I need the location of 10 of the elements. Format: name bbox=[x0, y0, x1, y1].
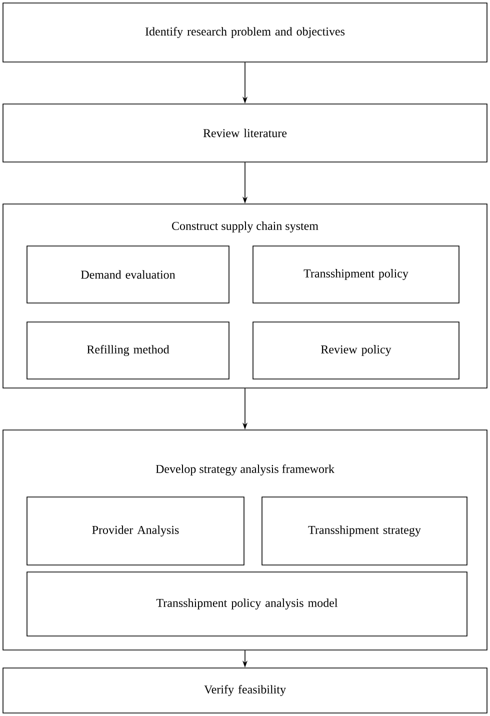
process-box: Identify research problem and objectives bbox=[2, 2, 488, 62]
process-box: Refilling method bbox=[26, 322, 230, 380]
process-box: Demand evaluation bbox=[26, 246, 230, 304]
process-box: Transshipment strategy bbox=[262, 496, 468, 566]
process-box: Provider Analysis bbox=[26, 496, 244, 566]
process-box: Transshipment policy bbox=[252, 246, 460, 304]
process-box: Review literature bbox=[2, 104, 488, 162]
process-box: Verify feasibility bbox=[2, 668, 488, 714]
process-box: Review policy bbox=[252, 322, 460, 380]
process-box: Transshipment policy analysis model bbox=[26, 572, 468, 636]
